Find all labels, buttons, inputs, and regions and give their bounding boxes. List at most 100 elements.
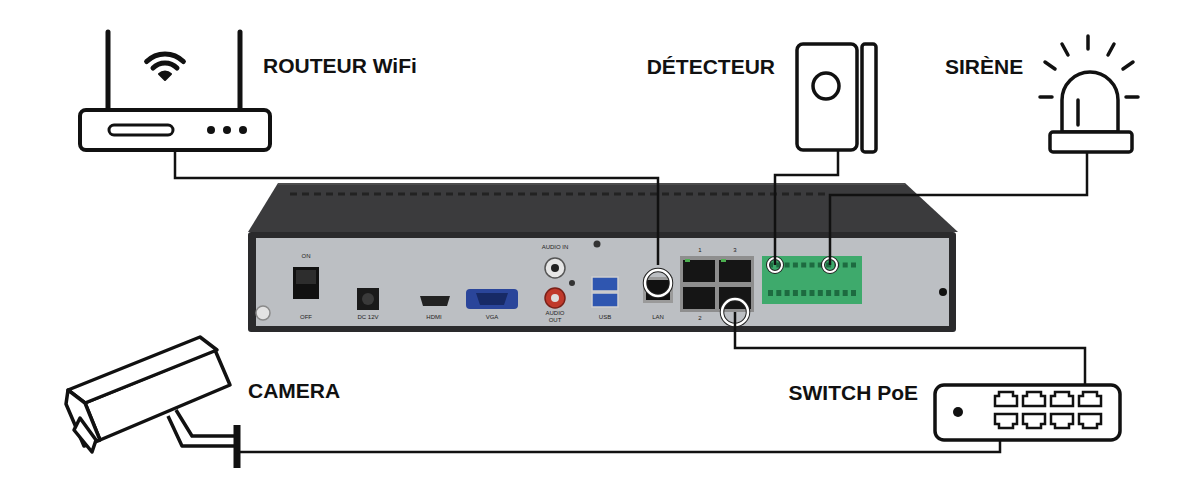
router-icon-part — [223, 126, 231, 134]
recorder-photo-part — [545, 288, 565, 308]
siren-icon-part — [1108, 44, 1114, 55]
cable-connector — [775, 150, 838, 265]
recorder-photo-part — [594, 241, 601, 248]
port-label: OFF — [291, 314, 321, 321]
detector-icon-part — [797, 44, 857, 150]
recorder-photo-part — [592, 277, 618, 291]
camera-icon-part — [74, 418, 96, 452]
port-highlight — [645, 258, 837, 325]
detector-icon-part — [862, 44, 876, 152]
detector-icon — [797, 44, 876, 152]
port-highlight-part — [645, 270, 671, 296]
port-label: USB — [590, 314, 620, 321]
router-icon-part — [238, 32, 243, 110]
router-icon-part — [239, 126, 247, 134]
switch-icon-part-part — [1023, 392, 1045, 406]
cable-connector — [237, 440, 1000, 452]
router-icon-part — [207, 126, 215, 134]
recorder-photo-part — [420, 296, 450, 306]
siren-icon-part — [1040, 95, 1052, 99]
device-label: CAMERA — [248, 379, 340, 403]
switch-icon-part-part — [995, 414, 1017, 428]
recorder-photo-part — [551, 294, 559, 302]
port-label: 2 — [685, 315, 715, 322]
switch-icon-part-part — [1079, 414, 1101, 428]
siren-icon-part — [1050, 132, 1132, 152]
camera-icon-part — [68, 337, 217, 403]
port-label: VGA — [477, 314, 507, 321]
port-label: AUDIO OUT — [543, 310, 567, 324]
router-node: ROUTEUR WiFi — [80, 30, 270, 150]
siren-icon-part — [1045, 62, 1055, 69]
recorder-photo-part — [256, 306, 270, 320]
camera-icon — [66, 337, 237, 468]
recorder-photo-part — [545, 258, 565, 278]
recorder-photo-part — [293, 267, 319, 299]
port-label: 3 — [720, 247, 750, 254]
port-label: HDMI — [419, 314, 449, 321]
siren-icon-part — [1126, 95, 1138, 99]
siren-icon-part — [1076, 100, 1080, 125]
switch-icon-part-part — [1023, 414, 1045, 428]
router-icon-part — [106, 32, 111, 110]
siren-icon-part — [1123, 62, 1133, 69]
recorder-photo-part — [721, 259, 726, 262]
recorder-photo-part — [278, 183, 905, 185]
recorder-photo-part — [362, 293, 374, 305]
siren-icon-part — [1062, 72, 1118, 132]
switch-icon-part-part — [995, 392, 1017, 406]
switch-icon-part-part — [1051, 392, 1073, 406]
siren-node: SIRÈNE — [1048, 75, 1132, 152]
camera-icon-part — [168, 416, 237, 446]
recorder-photo-part — [290, 193, 830, 196]
detector-icon-part — [813, 73, 839, 99]
cable-connector — [175, 150, 658, 265]
switch-icon-part — [953, 407, 963, 417]
siren-icon — [1040, 36, 1138, 152]
device-label: DÉTECTEUR — [625, 55, 775, 79]
switch-icon — [935, 385, 1120, 440]
port-highlight-part — [645, 270, 671, 296]
recorder-photo-part — [768, 290, 858, 296]
recorder-photo-part — [357, 288, 379, 310]
switch-icon-part — [995, 392, 1101, 428]
router-icon-part — [159, 72, 171, 80]
recorder-photo-part — [683, 260, 715, 282]
recorder-photo-part — [683, 287, 715, 309]
port-label: LAN — [643, 314, 673, 321]
camera-icon-part — [176, 410, 237, 436]
switch-icon-part-part — [1051, 414, 1073, 428]
siren-icon-part — [1086, 36, 1090, 49]
recorder-photo-part — [569, 280, 575, 286]
recorder-photo-part — [248, 183, 958, 232]
cable-connector — [830, 152, 1087, 265]
recorder-photo-part — [476, 293, 508, 305]
device-label: SWITCH PoE — [768, 381, 918, 405]
camera-icon-part — [234, 425, 241, 468]
recorder-photo — [248, 183, 958, 332]
camera-node: CAMERA — [65, 338, 237, 470]
router-icon-part — [80, 110, 270, 150]
port-label: DC 12V — [353, 314, 383, 321]
switch-icon-part — [935, 385, 1120, 440]
recorder-photo-part — [248, 232, 956, 332]
device-label: ROUTEUR WiFi — [263, 54, 417, 78]
recorder-photo-part — [551, 264, 559, 272]
switch-icon-part-part — [1079, 392, 1101, 406]
cable-connector — [735, 312, 1085, 385]
recorder-photo-part — [762, 256, 862, 304]
port-label: ON — [291, 253, 321, 260]
recorder-photo-part — [256, 238, 949, 326]
recorder-photo-part — [296, 270, 316, 284]
router-icon — [80, 32, 270, 150]
recorder-photo-part — [939, 288, 947, 296]
port-label: AUDIO IN — [540, 244, 570, 251]
recorder-photo-part — [719, 260, 751, 282]
recorder-photo-part — [466, 289, 518, 309]
recorder-photo-part — [592, 293, 618, 307]
switch-node: SWITCH PoE — [935, 385, 1120, 440]
router-icon-part — [147, 54, 184, 62]
port-label: 1 — [685, 247, 715, 254]
